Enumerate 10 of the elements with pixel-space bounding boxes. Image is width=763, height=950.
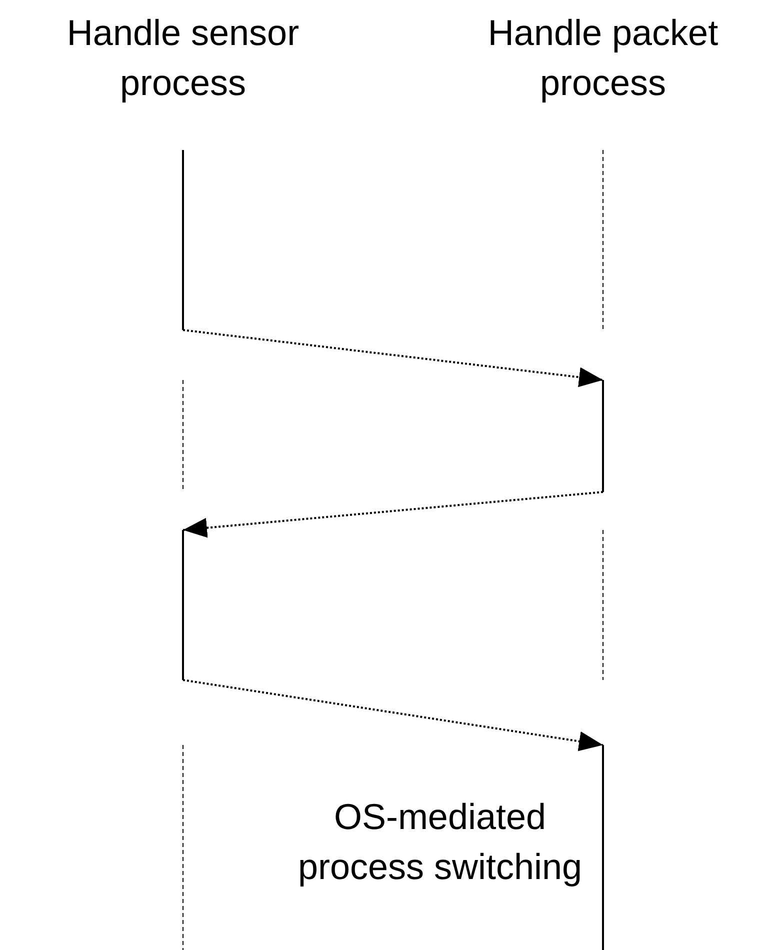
process-heading: Handle packet process [486, 11, 720, 105]
activation-line [602, 380, 604, 492]
process-heading: Handle sensor process [66, 11, 300, 105]
caption: OS-mediated process switching [296, 795, 584, 889]
message-arrow [182, 329, 604, 388]
activation-line [182, 150, 184, 330]
message-arrow [182, 679, 604, 752]
activation-line [182, 530, 184, 680]
activation-line [602, 745, 604, 950]
message-arrow [182, 491, 604, 538]
